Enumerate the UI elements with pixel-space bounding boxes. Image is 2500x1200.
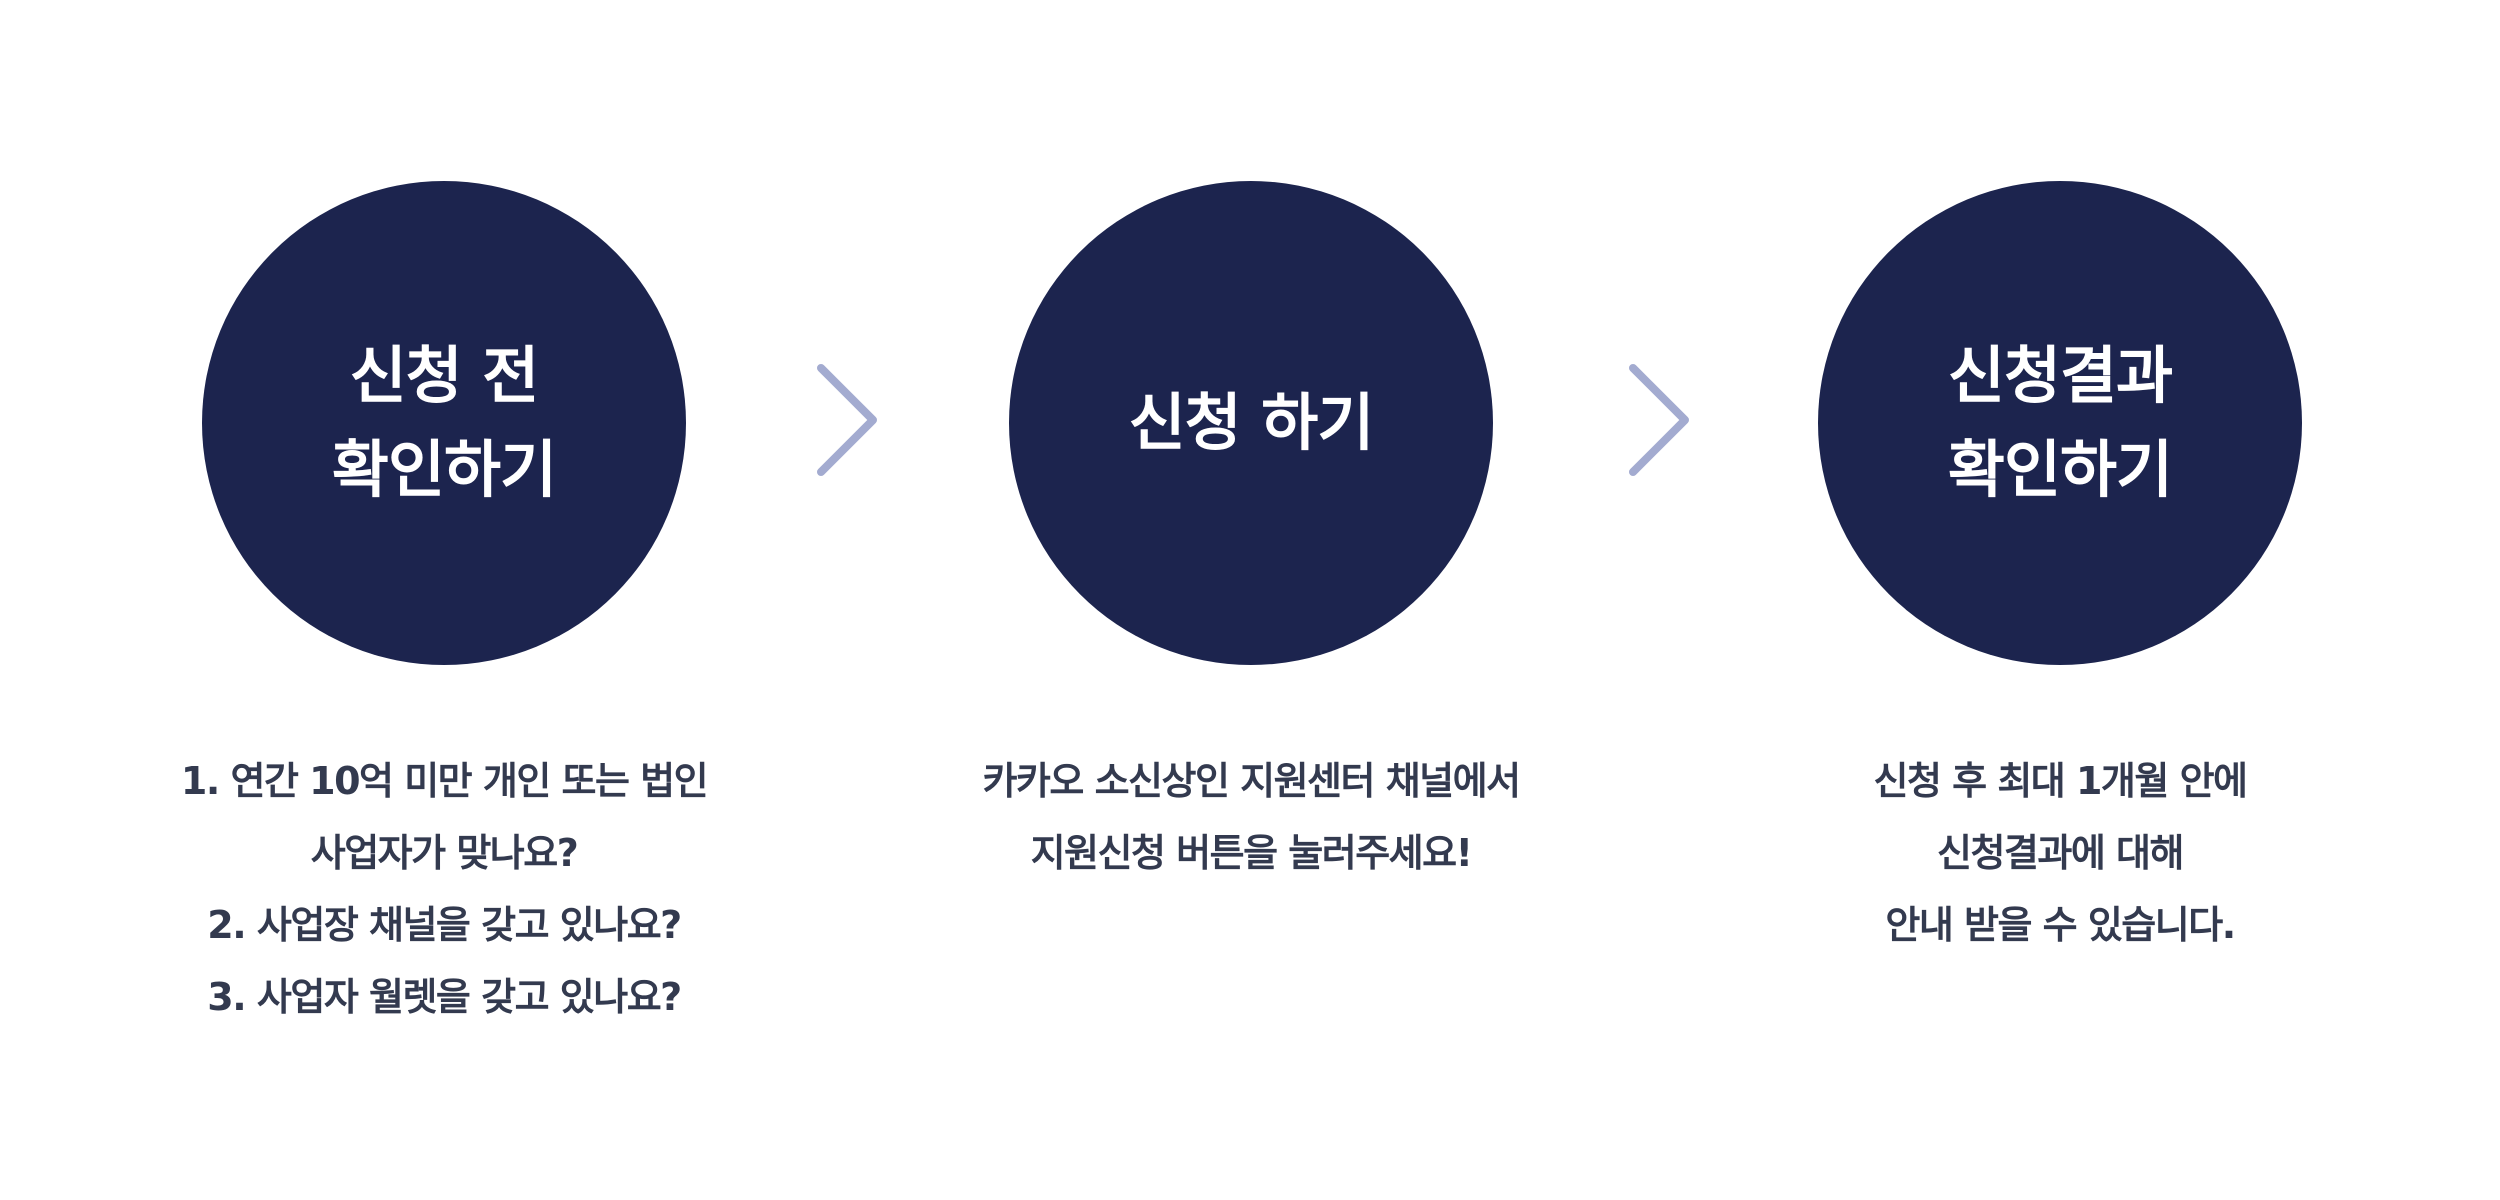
step-1-before-application: 신청 전 확인하기 1. 연간 10억 미만 개인 또는 법인 사업자가 맞나요…: [64, 0, 824, 1200]
step-1-description: 1. 연간 10억 미만 개인 또는 법인 사업자가 맞나요? 2. 사업장 채…: [64, 745, 824, 1033]
step-1-circle: 신청 전 확인하기: [202, 181, 686, 665]
step-3-desc-line-1: 신청 후 최대 1개월 안에: [1873, 759, 2249, 803]
step-3-title-line-2: 확인하기: [1947, 433, 2173, 506]
chevron-right-icon: [817, 364, 877, 476]
step-1-title-line-2: 확인하기: [331, 433, 557, 506]
step-1-desc-line-4: 3. 사업자 월렛을 갖고 있나요?: [207, 975, 682, 1019]
step-1-desc-line-2: 사업자가 맞나요?: [310, 831, 579, 875]
step-3-desc-line-2: 신청결과에 대해: [1937, 831, 2184, 875]
step-2-circle: 신청 하기: [1009, 181, 1493, 665]
step-3-title-line-1: 신청결과: [1947, 339, 2173, 412]
chevron-right-icon: [1629, 364, 1689, 476]
step-1-title-line-1: 신청 전: [349, 339, 540, 412]
step-2-apply: 신청 하기 카카오 소신상인 지원센터 채널에서 지원신청 버튼을 눌러주세요!: [871, 0, 1631, 1200]
step-2-title-line-1: 신청 하기: [1128, 386, 1375, 459]
step-2-description: 카카오 소신상인 지원센터 채널에서 지원신청 버튼을 눌러주세요!: [871, 745, 1631, 889]
step-3-description: 신청 후 최대 1개월 안에 신청결과에 대해 안내 받을 수 있습니다.: [1680, 745, 2440, 961]
step-1-desc-line-3: 2. 사업장 채널을 갖고 있나요?: [207, 903, 682, 947]
step-2-desc-line-2: 지원신청 버튼을 눌러주세요!: [1030, 831, 1473, 875]
step-1-desc-line-1: 1. 연간 10억 미만 개인 또는 법인: [180, 759, 709, 803]
step-3-circle: 신청결과 확인하기: [1818, 181, 2302, 665]
step-3-check-result: 신청결과 확인하기 신청 후 최대 1개월 안에 신청결과에 대해 안내 받을 …: [1680, 0, 2440, 1200]
step-2-desc-line-1: 카카오 소신상인 지원센터 채널에서: [982, 759, 1521, 803]
step-3-desc-line-3: 안내 받을 수 있습니다.: [1885, 903, 2236, 947]
